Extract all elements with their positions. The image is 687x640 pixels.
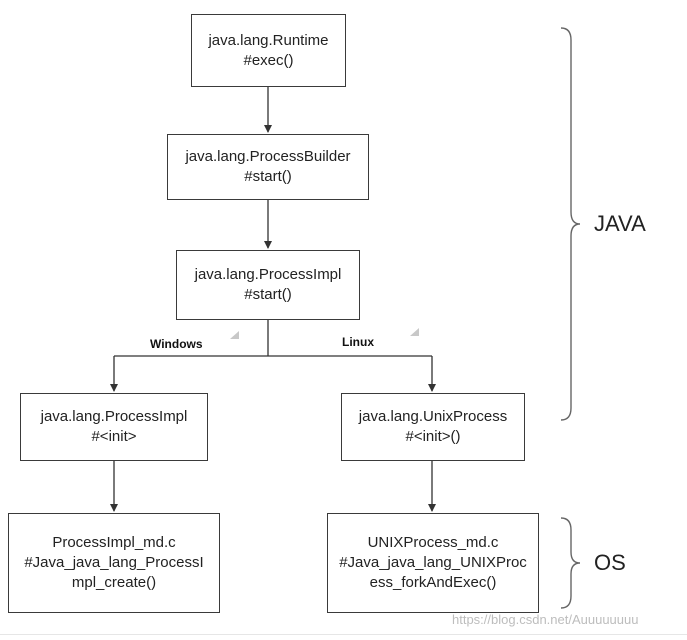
node-method-label: #start() xyxy=(244,286,292,303)
unixprocess-md-native-node: UNIXProcess_md.c #Java_java_lang_UNIXPro… xyxy=(327,513,539,613)
runtime-exec-node: java.lang.Runtime #exec() xyxy=(191,14,346,87)
node-file-label: ProcessImpl_md.c xyxy=(52,534,176,551)
watermark-text: https://blog.csdn.net/Auuuuuuuu xyxy=(452,612,639,627)
windows-branch-label: Windows xyxy=(150,337,203,351)
node-method-label: #exec() xyxy=(243,51,294,69)
node-function-label: #Java_java_lang_ProcessI xyxy=(24,554,204,571)
processimpl-md-native-node: ProcessImpl_md.c #Java_java_lang_Process… xyxy=(8,513,220,613)
node-function-label: mpl_create() xyxy=(71,574,157,591)
bottom-divider xyxy=(0,634,687,635)
processimpl-start-node: java.lang.ProcessImpl #start() xyxy=(176,250,360,320)
node-function-label: ess_forkAndExec() xyxy=(369,574,497,591)
node-class-label: java.lang.ProcessImpl xyxy=(194,266,342,283)
node-class-label: java.lang.ProcessBuilder xyxy=(185,148,351,165)
resize-corner-icon xyxy=(230,331,239,339)
resize-corner-icon xyxy=(410,328,419,336)
node-method-label: #<init> xyxy=(91,428,137,445)
windows-processimpl-init-node: java.lang.ProcessImpl #<init> xyxy=(20,393,208,461)
os-brace xyxy=(560,517,581,609)
node-class-label: java.lang.Runtime xyxy=(208,31,329,49)
unixprocess-init-node: java.lang.UnixProcess #<init>() xyxy=(341,393,525,461)
os-group-label: OS xyxy=(594,550,626,575)
node-method-label: #start() xyxy=(244,168,292,185)
node-class-label: java.lang.ProcessImpl xyxy=(40,408,188,425)
node-file-label: UNIXProcess_md.c xyxy=(367,534,499,551)
node-method-label: #<init>() xyxy=(405,428,461,445)
node-function-label: #Java_java_lang_UNIXProc xyxy=(339,554,527,571)
java-brace xyxy=(560,27,581,421)
processbuilder-start-node: java.lang.ProcessBuilder #start() xyxy=(167,134,369,200)
linux-branch-label: Linux xyxy=(342,335,374,349)
java-group-label: JAVA xyxy=(594,211,646,236)
node-class-label: java.lang.UnixProcess xyxy=(358,408,508,425)
